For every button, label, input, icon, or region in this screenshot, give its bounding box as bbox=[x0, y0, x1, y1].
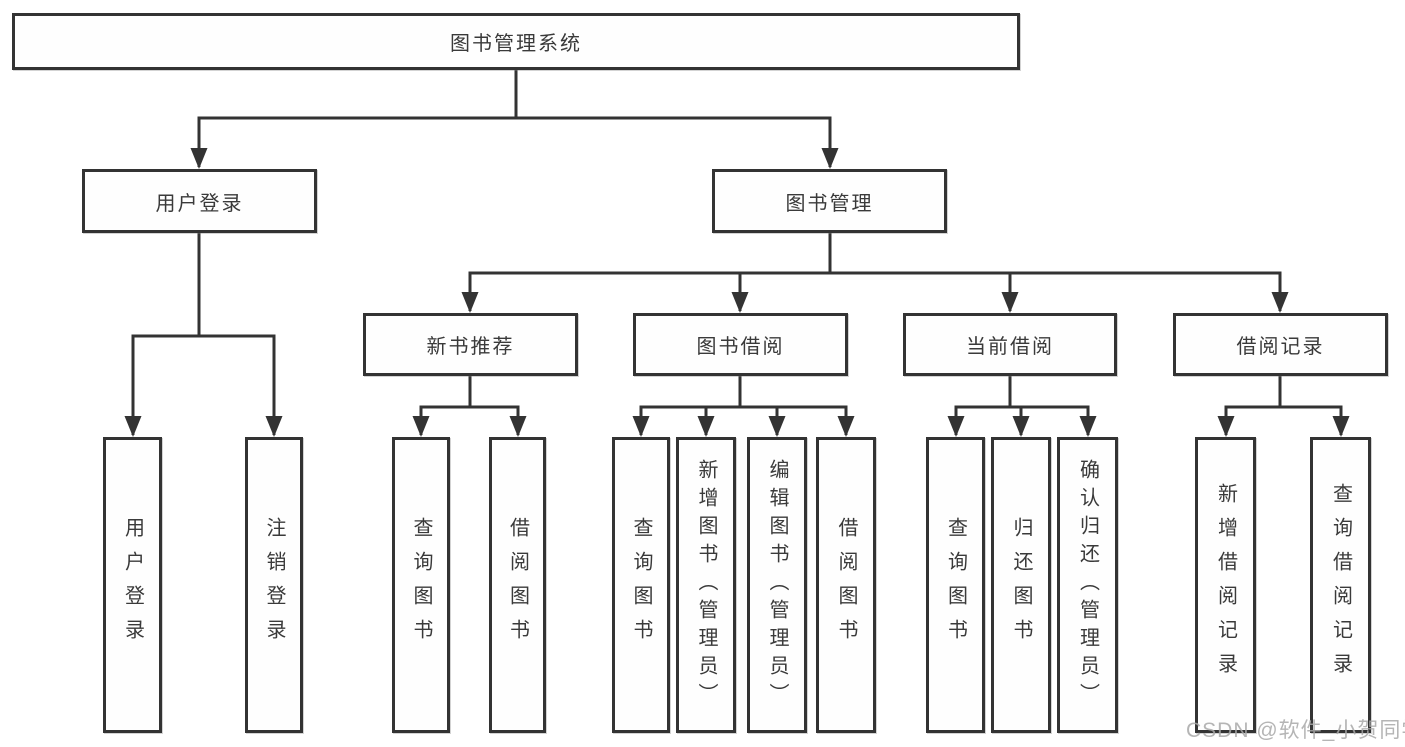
leaf-label: 查询借阅记录 bbox=[1329, 483, 1352, 687]
leaf-label: 归还图书 bbox=[1010, 517, 1032, 653]
connector-skeleton bbox=[131, 68, 1343, 409]
leaf-label: 借阅图书 bbox=[835, 517, 857, 653]
node-borrowing-records: 借阅记录 bbox=[1173, 313, 1388, 376]
leaf-label: 新增图书（管理员） bbox=[695, 459, 717, 711]
connector-arrows bbox=[124, 118, 1350, 437]
node-new-book-recommendation: 新书推荐 bbox=[363, 313, 578, 376]
leaf-edit-book-admin: 编辑图书（管理员） bbox=[747, 437, 807, 733]
leaf-user-login: 用户登录 bbox=[103, 437, 162, 733]
node-root-library-system: 图书管理系统 bbox=[12, 13, 1020, 70]
leaf-query-borrow-record: 查询借阅记录 bbox=[1310, 437, 1371, 733]
leaf-add-book-admin: 新增图书（管理员） bbox=[676, 437, 736, 733]
leaf-label: 用户登录 bbox=[121, 517, 144, 653]
leaf-confirm-return-admin: 确认归还（管理员） bbox=[1057, 437, 1118, 733]
watermark-text: CSDN @软件_小贺同学 bbox=[1186, 719, 1405, 742]
leaf-label: 编辑图书（管理员） bbox=[766, 459, 788, 711]
leaf-label: 确认归还（管理员） bbox=[1076, 459, 1099, 711]
leaf-query-books-current: 查询图书 bbox=[926, 437, 985, 733]
leaf-logout: 注销登录 bbox=[245, 437, 303, 733]
leaf-label: 查询图书 bbox=[410, 517, 432, 653]
leaf-label: 借阅图书 bbox=[506, 517, 529, 653]
node-current-borrowing: 当前借阅 bbox=[903, 313, 1117, 376]
leaf-add-borrow-record: 新增借阅记录 bbox=[1195, 437, 1256, 733]
node-book-borrowing: 图书借阅 bbox=[633, 313, 848, 376]
leaf-borrow-books: 借阅图书 bbox=[816, 437, 876, 733]
leaf-label: 注销登录 bbox=[263, 517, 285, 653]
leaf-borrow-books-recommend: 借阅图书 bbox=[489, 437, 546, 733]
leaf-query-books-borrowing: 查询图书 bbox=[612, 437, 670, 733]
leaf-query-books-recommend: 查询图书 bbox=[392, 437, 450, 733]
leaf-label: 新增借阅记录 bbox=[1214, 483, 1237, 687]
leaf-return-books: 归还图书 bbox=[991, 437, 1051, 733]
leaf-label: 查询图书 bbox=[630, 517, 652, 653]
leaf-label: 查询图书 bbox=[944, 517, 967, 653]
node-book-management: 图书管理 bbox=[712, 169, 947, 233]
node-user-login: 用户登录 bbox=[82, 169, 317, 233]
